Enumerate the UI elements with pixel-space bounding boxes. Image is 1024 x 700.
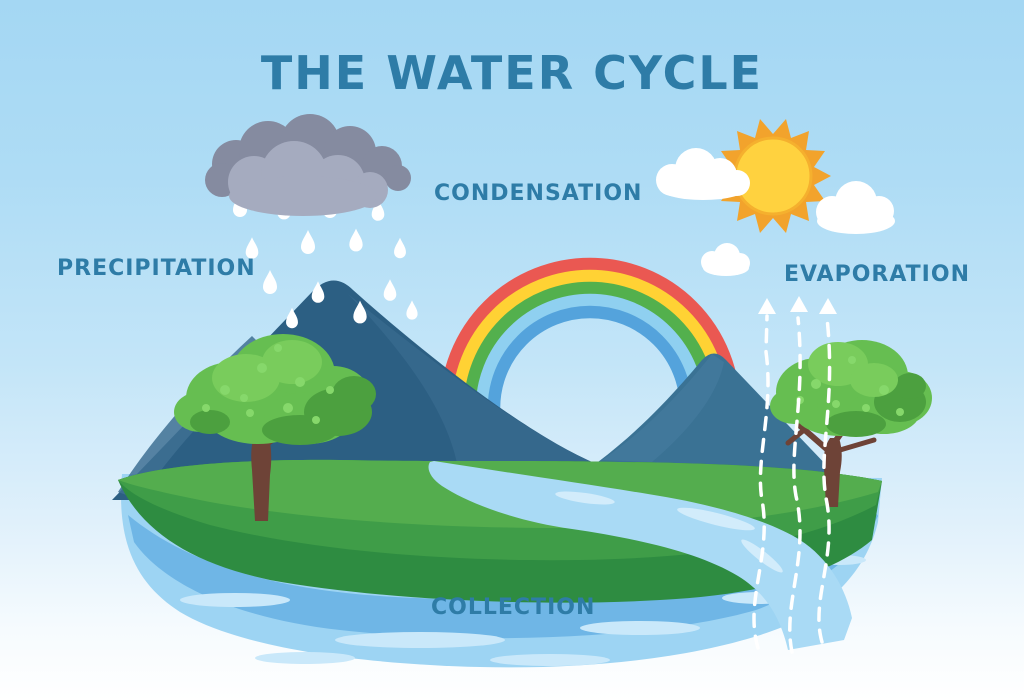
label-condensation: CONDENSATION — [434, 181, 643, 206]
cloud-right-of-sun-icon — [816, 181, 895, 234]
label-collection: COLLECTION — [431, 595, 596, 620]
tree-right — [770, 340, 932, 507]
small-cloud-icon — [701, 243, 750, 276]
mountain-right-highlight — [602, 354, 724, 462]
tree-left — [174, 334, 376, 521]
mountain-left-shade — [348, 294, 592, 468]
diagram-title: THE WATER CYCLE — [260, 46, 764, 100]
tree-left-foliage-dots — [202, 344, 334, 424]
evaporation-arrows-icon — [752, 296, 837, 654]
label-precipitation: PRECIPITATION — [57, 256, 256, 281]
cloud-left-of-sun-icon — [656, 148, 750, 200]
rain-cloud-icon — [205, 114, 411, 216]
label-evaporation: EVAPORATION — [784, 262, 970, 287]
white-clouds — [656, 148, 895, 276]
water-surface-band — [128, 502, 878, 639]
rainbow-icon — [439, 257, 741, 409]
